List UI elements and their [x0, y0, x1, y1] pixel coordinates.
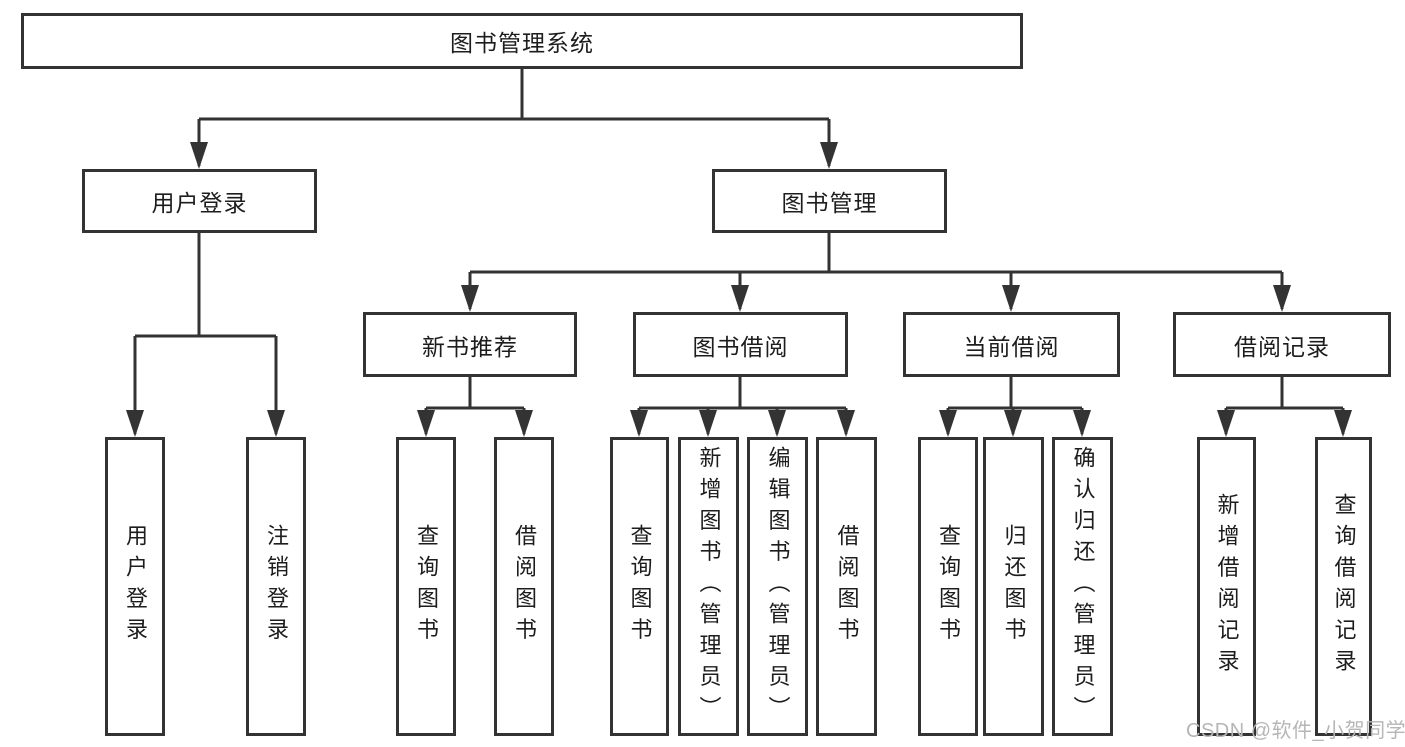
node-label: 图书管理 — [781, 190, 878, 216]
node-label: 查询图书 — [414, 524, 439, 649]
node-label: 新增借阅记录 — [1214, 492, 1240, 681]
node-borrow-books-recommend: 借阅图书 — [494, 437, 554, 736]
node-label: 用户登录 — [151, 190, 248, 216]
node-query-books-recommend: 查询图书 — [396, 437, 456, 736]
node-book-borrowing: 图书借阅 — [633, 312, 848, 377]
node-current-borrowing: 当前借阅 — [903, 312, 1120, 377]
node-label: 编辑图书（管理员） — [765, 445, 791, 728]
node-label: 确认归还（管理员） — [1070, 445, 1096, 728]
node-label: 新书推荐 — [422, 333, 518, 360]
node-new-book-recommendation: 新书推荐 — [363, 312, 577, 377]
node-label: 图书借阅 — [692, 333, 789, 360]
node-label: 图书管理系统 — [450, 30, 594, 56]
node-label: 查询图书 — [936, 524, 961, 649]
node-label: 用户登录 — [123, 524, 148, 649]
node-library-management-system: 图书管理系统 — [21, 13, 1023, 69]
node-user-login: 用户登录 — [82, 169, 317, 233]
node-label: 新增图书（管理员） — [696, 445, 722, 728]
node-confirm-return-admin: 确认归还（管理员） — [1052, 437, 1113, 736]
node-return-books: 归还图书 — [983, 437, 1044, 736]
node-add-books-admin: 新增图书（管理员） — [678, 437, 739, 736]
node-label: 注销登录 — [264, 524, 289, 649]
node-borrow-books-borrowing: 借阅图书 — [816, 437, 877, 736]
node-label: 借阅图书 — [834, 524, 860, 649]
node-query-books-borrowing: 查询图书 — [610, 437, 669, 736]
node-label: 借阅记录 — [1234, 333, 1330, 360]
node-label: 借阅图书 — [512, 524, 537, 649]
node-label: 查询图书 — [627, 524, 653, 649]
node-user-login-leaf: 用户登录 — [105, 437, 165, 736]
node-book-management: 图书管理 — [712, 169, 947, 233]
csdn-watermark: CSDN @软件_小贺同学 — [1186, 720, 1405, 742]
node-logout-leaf: 注销登录 — [246, 437, 306, 736]
node-borrowing-records: 借阅记录 — [1173, 312, 1391, 377]
node-add-borrowing-record: 新增借阅记录 — [1197, 437, 1256, 736]
node-label: 查询借阅记录 — [1331, 492, 1357, 681]
node-query-books-current: 查询图书 — [918, 437, 978, 736]
node-query-borrowing-record: 查询借阅记录 — [1315, 437, 1372, 736]
node-label: 归还图书 — [1001, 524, 1027, 649]
node-label: 当前借阅 — [963, 333, 1060, 360]
node-edit-books-admin: 编辑图书（管理员） — [747, 437, 808, 736]
